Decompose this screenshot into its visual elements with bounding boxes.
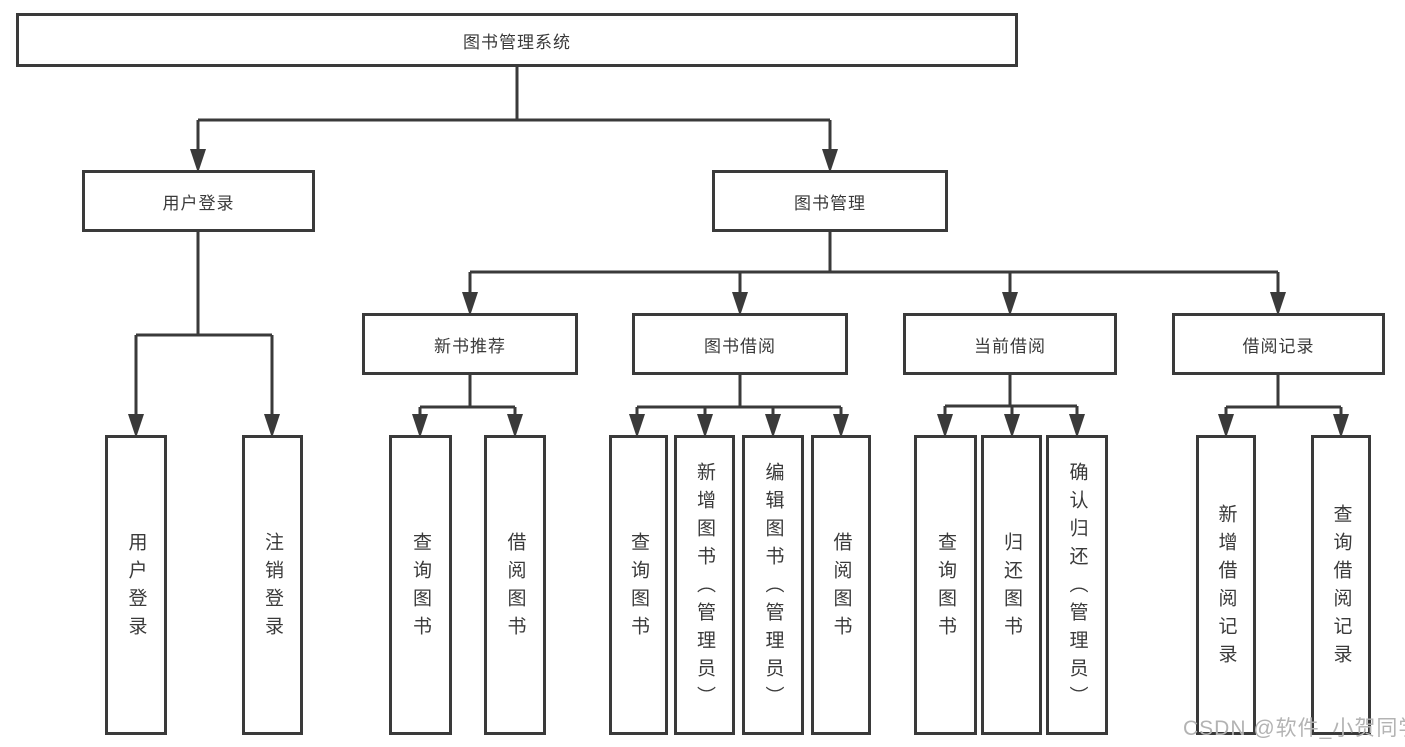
leaf-confirm-return-admin: 确认归还（管理员） xyxy=(1046,435,1108,735)
leaf-query-books-recommend: 查询图书 xyxy=(389,435,452,735)
leaf-add-book-admin: 新增图书（管理员） xyxy=(674,435,735,735)
leaf-edit-book-admin: 编辑图书（管理员） xyxy=(742,435,804,735)
node-user-login: 用户登录 xyxy=(82,170,315,232)
leaf-query-books-borrow: 查询图书 xyxy=(609,435,668,735)
node-new-book-recommend: 新书推荐 xyxy=(362,313,578,375)
node-current-borrow: 当前借阅 xyxy=(903,313,1117,375)
leaf-user-login: 用户登录 xyxy=(105,435,167,735)
watermark: CSDN @软件_小贺同学 xyxy=(1183,717,1405,740)
node-borrow-records: 借阅记录 xyxy=(1172,313,1385,375)
node-book-borrow: 图书借阅 xyxy=(632,313,848,375)
leaf-return-book: 归还图书 xyxy=(981,435,1042,735)
node-book-management: 图书管理 xyxy=(712,170,948,232)
leaf-query-books-current: 查询图书 xyxy=(914,435,977,735)
node-library-management-system: 图书管理系统 xyxy=(16,13,1018,67)
leaf-borrow-books-recommend: 借阅图书 xyxy=(484,435,546,735)
leaf-logout: 注销登录 xyxy=(242,435,303,735)
leaf-borrow-books: 借阅图书 xyxy=(811,435,871,735)
leaf-add-borrow-record: 新增借阅记录 xyxy=(1196,435,1256,735)
leaf-query-borrow-record: 查询借阅记录 xyxy=(1311,435,1371,735)
